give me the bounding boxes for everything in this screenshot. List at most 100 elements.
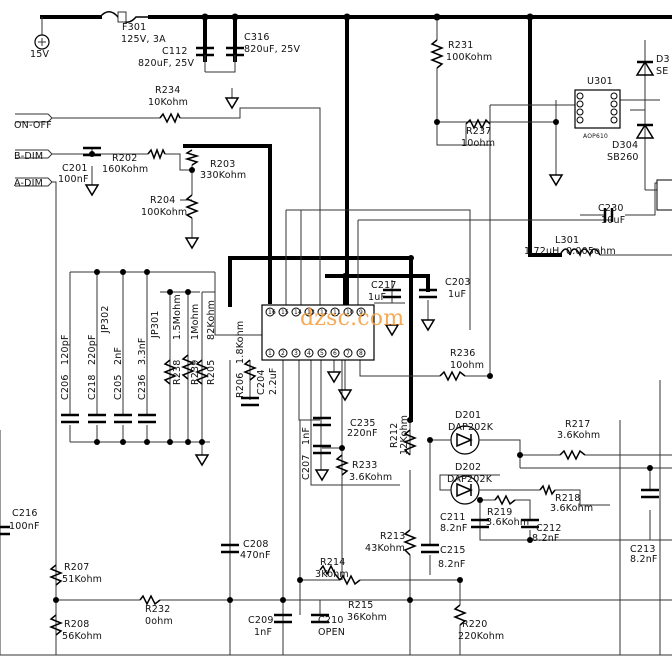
label-d3-name: D3 [656, 54, 670, 65]
label-r236-name: R236 [450, 348, 476, 359]
resistors [48, 39, 586, 636]
capacitors [0, 146, 659, 624]
inductor-l301 [559, 248, 601, 258]
label-c316-value: 820uF, 25V [244, 44, 301, 55]
label-r231-name: R231 [448, 40, 474, 51]
fuse-f301 [99, 11, 150, 23]
label-r239-name: R239 [190, 359, 201, 385]
pin-label: 4 [307, 350, 311, 357]
label-r231-value: 100Kohm [446, 52, 492, 63]
pin-label: 3 [294, 350, 298, 357]
label-r219-name: R219 [487, 507, 513, 518]
label-c212-name: C212 [536, 523, 562, 534]
pin-label: 10 [346, 309, 354, 316]
input-terminal-15v [34, 34, 50, 50]
label-r218-value: 3.6Kohm [550, 503, 593, 514]
diode-d304 [635, 123, 655, 139]
label-r214-value: 3Kohm [315, 569, 349, 580]
label-c210-name: C210 [318, 615, 344, 626]
label-r218-name: R218 [555, 493, 581, 504]
label-r213-name: R213 [380, 531, 406, 542]
label-c217-value: 1uF [368, 292, 386, 303]
label-c208-value: 470nF [240, 550, 271, 561]
label-c204-value: 2.2uF [268, 367, 279, 395]
label-r233-value: 3.6Kohm [349, 472, 392, 483]
terminal-arrows [15, 113, 53, 187]
label-r204-value: 100Kohm [141, 207, 187, 218]
label-c230-value: 10uF [601, 215, 625, 226]
label-c211-value: 8.2nF [440, 523, 468, 534]
label-r208-name: R208 [64, 619, 90, 630]
label-r220-value: 220Kohm [458, 631, 504, 642]
output-connector [656, 179, 672, 211]
watermark: dzsc.com [300, 306, 404, 331]
label-r232-value: 0ohm [145, 616, 173, 627]
label-c201-name: C201 [62, 163, 88, 174]
label-r206-value: 1.8Kohm [235, 321, 246, 364]
diode-pair-d202 [439, 474, 500, 505]
label-d202-value: DAP202K [447, 474, 493, 485]
label-r203-name: R203 [210, 159, 236, 170]
label-c112-name: C112 [162, 46, 188, 57]
label-r212-name: R212 [389, 422, 400, 448]
label-jp302: JP302 [100, 305, 111, 334]
label-c206-value: 120pF [60, 334, 71, 365]
label-r205-value: 82Kohm [206, 300, 217, 340]
label-c207-value: 1nF [301, 427, 312, 445]
label-r202-value: 160Kohm [102, 164, 148, 175]
label-d201-value: DAP202K [448, 422, 494, 433]
label-c204-name: C204 [256, 369, 267, 395]
label-c235-name: C235 [350, 418, 376, 429]
label-c203-value: 1uF [448, 289, 466, 300]
label-r203-value: 330Kohm [200, 170, 246, 181]
label-r238-value: 1.5Mohm [172, 294, 183, 340]
label-c211-name: C211 [440, 512, 466, 523]
label-l301-name: L301 [555, 235, 579, 246]
label-r205-name: R205 [206, 359, 217, 385]
label-c206-name: C206 [60, 374, 71, 400]
label-b-dim: B-DIM [14, 151, 43, 162]
pin-label: 8 [359, 350, 363, 357]
label-c235-value: 220nF [347, 428, 378, 439]
label-c213-name: C213 [630, 544, 656, 555]
capacitor-c316 [205, 46, 244, 73]
label-c216-name: C216 [12, 508, 38, 519]
label-c230-name: C230 [598, 203, 624, 214]
label-r237-name: R237 [466, 126, 492, 137]
label-c209-value: 1nF [254, 627, 272, 638]
label-r217-value: 3.6Kohm [557, 430, 600, 441]
label-d3-value: SE [656, 66, 668, 77]
label-c212-value: 8.2nF [532, 533, 560, 544]
pin-label: 2 [281, 350, 285, 357]
label-d304-value: SB260 [607, 152, 639, 163]
label-r207-name: R207 [64, 562, 90, 573]
label-u301-part: AOP610 [583, 133, 608, 140]
label-r232-name: R232 [145, 604, 171, 615]
label-r234-name: R234 [155, 85, 181, 96]
label-r214-name: R214 [320, 557, 346, 568]
label-a-dim: A-DIM [14, 178, 43, 189]
label-c205-name: C205 [113, 374, 124, 400]
label-r212-value: 12Kohm [399, 415, 410, 455]
diode-d3 [635, 60, 655, 76]
capacitor-c112 [196, 46, 214, 72]
label-c218-name: C218 [87, 374, 98, 400]
label-u301-name: U301 [587, 76, 613, 87]
junctions [53, 13, 653, 603]
label-c216-value: 100nF [9, 521, 40, 532]
pin-label: 5 [320, 350, 324, 357]
label-c217-name: C217 [371, 280, 397, 291]
label-r215-value: 36Kohm [347, 612, 387, 623]
label-r213-value: 43Kohm [365, 543, 405, 554]
label-r233-name: R233 [352, 460, 378, 471]
label-c112-value: 820uF, 25V [138, 58, 195, 69]
label-c203-name: C203 [445, 277, 471, 288]
label-r219-value: 3.6Kohm [486, 517, 529, 528]
label-c215-name: C215 [440, 545, 466, 556]
label-15v: 15V [30, 49, 49, 60]
label-r234-value: 10Kohm [148, 97, 188, 108]
label-c215-value: 8.2nF [438, 559, 466, 570]
label-c201-value: 100nF [58, 174, 89, 185]
pin-label: 7 [346, 350, 350, 357]
pin-label: 9 [359, 309, 363, 316]
